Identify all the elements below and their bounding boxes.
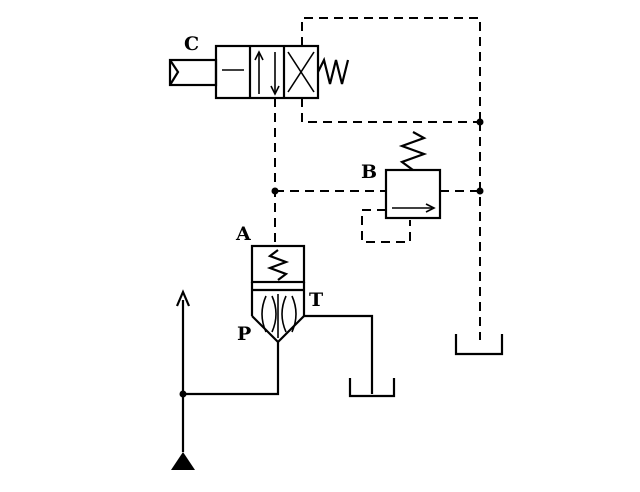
label-p: P bbox=[237, 323, 251, 345]
tank-icon bbox=[348, 378, 396, 398]
label-c: C bbox=[184, 33, 199, 55]
main-lines bbox=[175, 289, 374, 452]
flow-arrow-up-icon bbox=[175, 289, 191, 307]
relief-valve-body bbox=[384, 168, 442, 220]
logic-spring-icon bbox=[266, 249, 290, 281]
pilot-relief-valve bbox=[384, 131, 442, 220]
check-right-icon bbox=[281, 295, 287, 333]
pilot-lines bbox=[274, 17, 481, 340]
relief-spring-icon bbox=[398, 131, 428, 171]
junction-dot bbox=[476, 187, 484, 195]
junction-dot bbox=[476, 118, 484, 126]
label-t: T bbox=[309, 289, 323, 311]
pressure-source-icon bbox=[171, 452, 195, 470]
tank-icon bbox=[454, 334, 504, 356]
junction-dot bbox=[271, 187, 279, 195]
check-left-icon bbox=[261, 295, 267, 333]
logic-cartridge-valve bbox=[250, 244, 306, 344]
logic-valve-spring-chamber bbox=[250, 244, 306, 284]
label-a: A bbox=[235, 223, 251, 245]
return-spring-icon bbox=[317, 56, 350, 85]
solenoid-directional-valve bbox=[168, 44, 350, 100]
valve-body bbox=[214, 44, 320, 100]
solenoid-coil-tip bbox=[169, 59, 180, 86]
label-b: B bbox=[361, 161, 377, 183]
